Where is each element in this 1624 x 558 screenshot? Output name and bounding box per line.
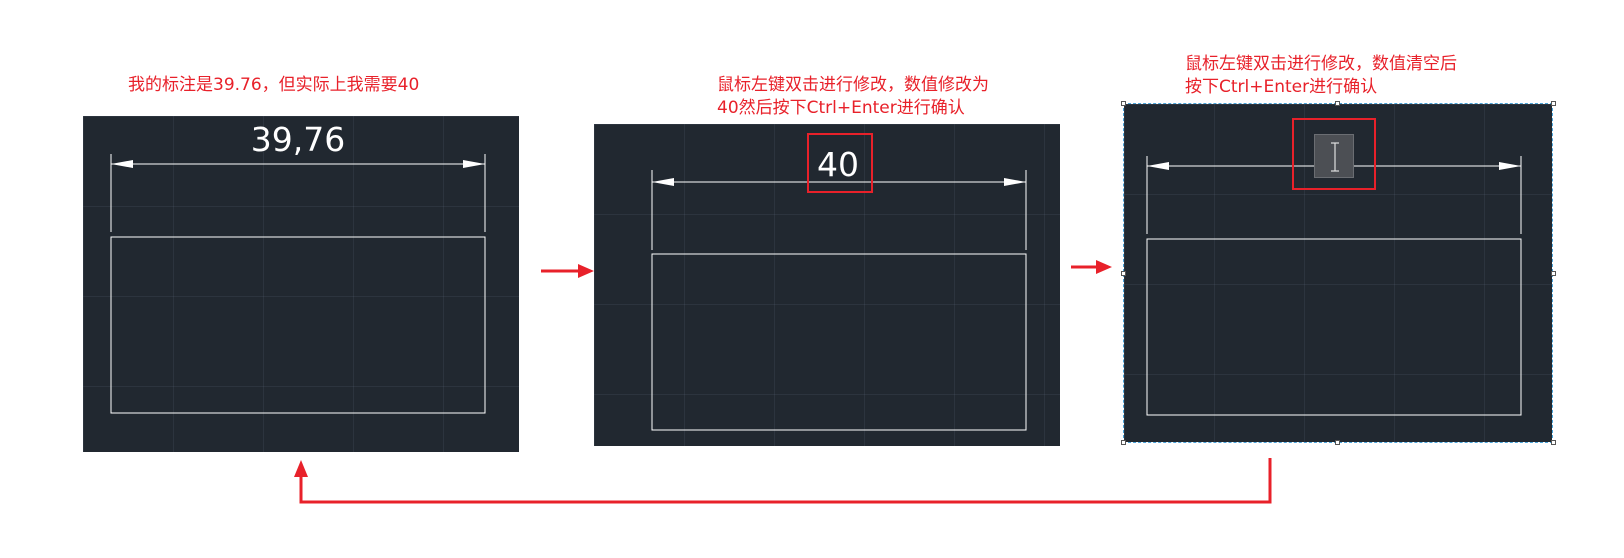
arrowhead-left xyxy=(652,178,674,186)
dimension-text-edited[interactable]: 40 xyxy=(817,145,859,184)
grip-top-mid[interactable] xyxy=(1335,101,1340,106)
rectangle-shape xyxy=(651,253,1027,431)
arrow-step2-to-step3 xyxy=(1071,260,1112,274)
highlight-box xyxy=(1292,118,1376,190)
cad-viewport-step2[interactable]: 40 xyxy=(594,124,1060,446)
empty-text-edit-field[interactable] xyxy=(1314,134,1354,178)
dimension-drawing-step3 xyxy=(1146,156,1522,416)
grip-right-mid[interactable] xyxy=(1551,271,1556,276)
arrowhead-left xyxy=(111,160,133,168)
arrowhead-right xyxy=(463,160,485,168)
arrow-loop-back-to-step1 xyxy=(294,458,1272,504)
grip-bottom-right[interactable] xyxy=(1551,440,1556,445)
rectangle-shape xyxy=(110,236,486,414)
arrow-step1-to-step2 xyxy=(541,264,594,278)
dimension-text[interactable]: 39,76 xyxy=(250,120,346,159)
arrowhead-right xyxy=(1004,178,1026,186)
step2-caption: 鼠标左键双击进行修改，数值修改为 40然后按下Ctrl+Enter进行确认 xyxy=(717,75,989,118)
cad-viewport-step3[interactable] xyxy=(1124,104,1552,442)
dimension-drawing-step1 xyxy=(110,154,486,414)
grip-left-mid[interactable] xyxy=(1121,271,1126,276)
grip-top-left[interactable] xyxy=(1121,101,1126,106)
grip-bottom-mid[interactable] xyxy=(1335,440,1340,445)
grip-top-right[interactable] xyxy=(1551,101,1556,106)
cad-viewport-step1[interactable]: 39,76 xyxy=(83,116,519,452)
arrowhead-left xyxy=(1147,162,1169,170)
grip-bottom-left[interactable] xyxy=(1121,440,1126,445)
dimension-drawing-step2 xyxy=(651,170,1027,431)
step3-caption: 鼠标左键双击进行修改，数值清空后 按下Ctrl+Enter进行确认 xyxy=(1185,54,1457,97)
rectangle-shape xyxy=(1146,238,1522,416)
arrowhead-right xyxy=(1499,162,1521,170)
text-cursor-icon xyxy=(1331,142,1339,172)
step1-caption: 我的标注是39.76，但实际上我需要40 xyxy=(128,75,420,95)
highlight-box xyxy=(807,133,873,193)
